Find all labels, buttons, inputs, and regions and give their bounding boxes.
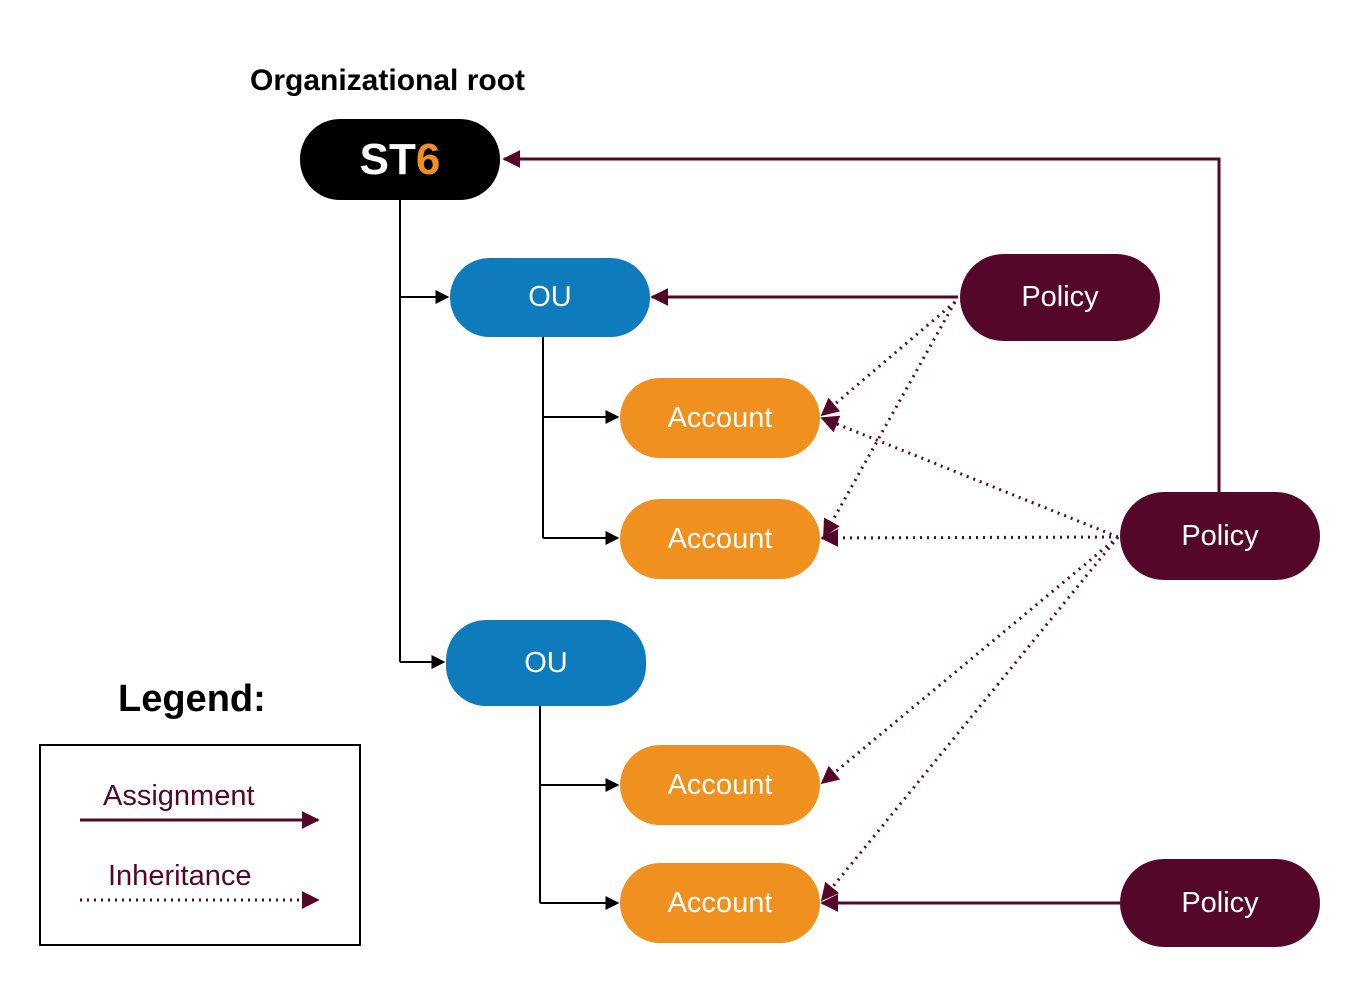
policy-node-2-label: Policy bbox=[1181, 519, 1259, 552]
policy-2-to-account-3-inheritance bbox=[820, 535, 1119, 785]
account-node-1-label: Account bbox=[667, 401, 773, 434]
policy-node-3[interactable]: Policy bbox=[1120, 859, 1320, 947]
account-node-3-label: Account bbox=[667, 768, 773, 801]
legend-inheritance-label: Inheritance bbox=[108, 860, 252, 892]
account-node-4-label: Account bbox=[667, 886, 773, 919]
assignment-lines bbox=[502, 150, 1221, 912]
account-node-1[interactable]: Account bbox=[620, 378, 820, 458]
account-node-2-label: Account bbox=[667, 522, 773, 555]
ou-node-2-label: OU bbox=[524, 646, 568, 679]
policy-1-to-account-2-inheritance bbox=[822, 301, 957, 538]
legend-title: Legend: bbox=[118, 678, 266, 720]
policy-2-to-root-assignment bbox=[502, 150, 1221, 492]
inheritance-lines bbox=[820, 300, 1120, 902]
legend-box bbox=[39, 744, 361, 946]
hierarchy-lines bbox=[399, 200, 620, 910]
policy-node-1[interactable]: Policy bbox=[960, 254, 1160, 341]
ou-node-1[interactable]: OU bbox=[450, 258, 650, 337]
policy-node-3-label: Policy bbox=[1181, 886, 1259, 919]
account-node-2[interactable]: Account bbox=[620, 499, 820, 579]
policy-node-1-label: Policy bbox=[1021, 281, 1099, 313]
root-label-accent: 6 bbox=[415, 134, 441, 184]
root-label-main: ST bbox=[359, 134, 416, 184]
ou-node-1-label: OU bbox=[528, 281, 572, 313]
policy-node-2[interactable]: Policy bbox=[1120, 492, 1320, 580]
account-node-4[interactable]: Account bbox=[620, 863, 820, 943]
ou-node-2[interactable]: OU bbox=[446, 620, 646, 706]
policy-2-to-account-4-inheritance bbox=[820, 536, 1120, 902]
account-node-3[interactable]: Account bbox=[620, 745, 820, 825]
root-heading: Organizational root bbox=[250, 64, 526, 97]
policy-2-to-account-1-inheritance bbox=[820, 415, 1119, 539]
policy-1-to-account-1-inheritance bbox=[820, 300, 956, 417]
policy-2-to-account-2-inheritance bbox=[820, 528, 1119, 547]
legend-assignment-label: Assignment bbox=[103, 780, 255, 812]
